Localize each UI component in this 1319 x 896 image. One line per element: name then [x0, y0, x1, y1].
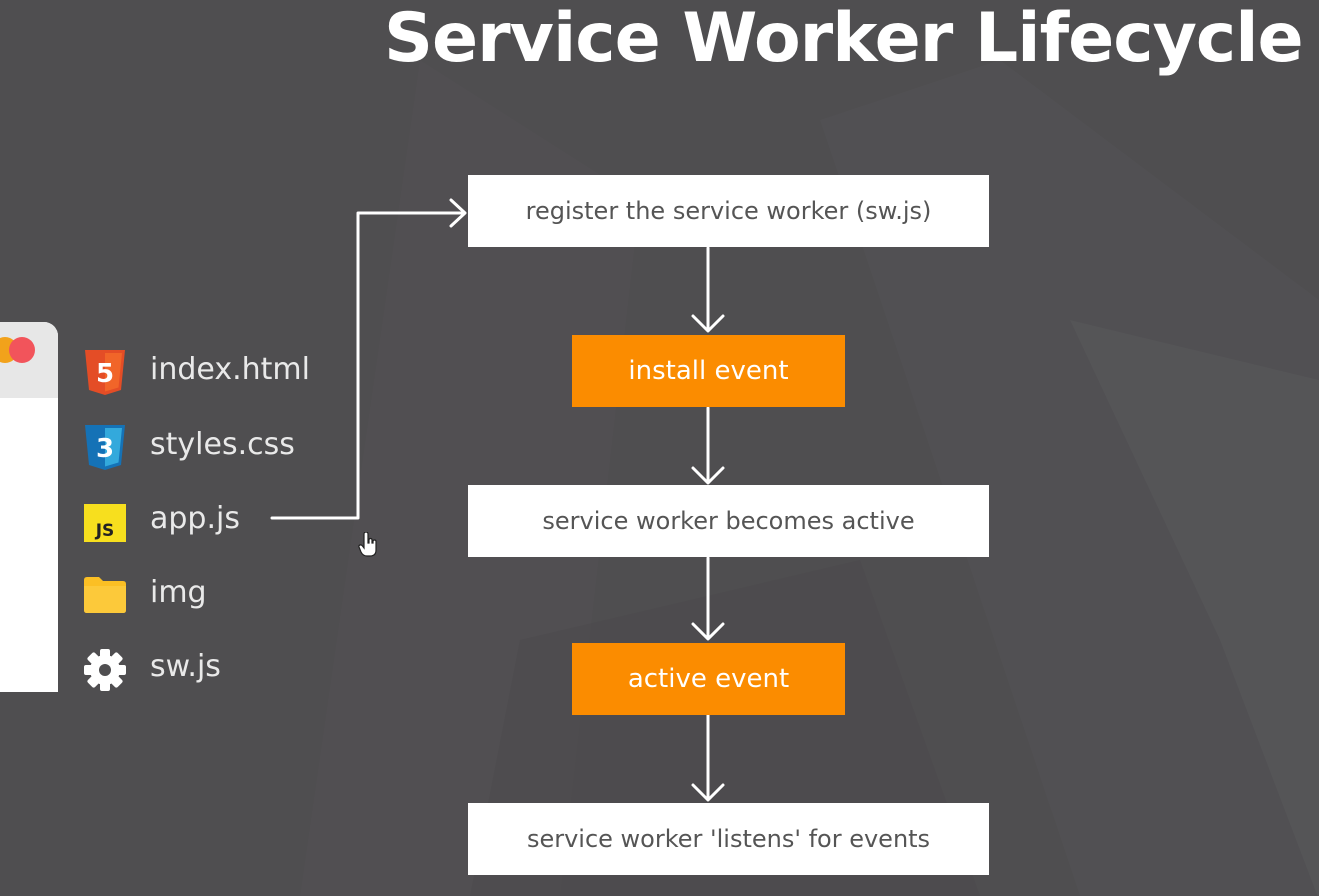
page-title: Service Worker Lifecycle	[384, 0, 1304, 78]
flow-step-active-event: active event	[572, 643, 845, 715]
file-name: index.html	[150, 352, 310, 387]
file-item-index-html: 5 index.html	[82, 345, 322, 395]
svg-text:3: 3	[96, 434, 114, 464]
flow-step-install-event: install event	[572, 335, 845, 407]
file-name: styles.css	[150, 427, 295, 462]
flow-step-becomes-active: service worker becomes active	[468, 485, 989, 557]
flow-arrowhead-4	[691, 783, 725, 802]
browser-window-mock	[0, 322, 58, 692]
app-js-to-register-arrow	[270, 211, 464, 520]
file-item-styles-css: 3 styles.css	[82, 420, 322, 470]
flow-arrowhead-1	[691, 314, 725, 333]
flow-step-listens-for-events: service worker 'listens' for events	[468, 803, 989, 875]
flow-step-register: register the service worker (sw.js)	[468, 175, 989, 247]
hand-cursor-icon	[358, 532, 377, 557]
flow-arrowhead-2	[691, 466, 725, 485]
app-js-to-register-arrowhead	[449, 198, 467, 228]
svg-text:JS: JS	[95, 521, 115, 541]
file-name: img	[150, 575, 207, 610]
html5-icon: 5	[85, 350, 125, 395]
file-name: app.js	[150, 501, 240, 536]
flow-arrowhead-3	[691, 622, 725, 641]
browser-title-bar	[0, 322, 58, 398]
window-close-dot-icon	[9, 337, 35, 363]
javascript-icon: JS	[84, 504, 126, 542]
file-item-app-js: JS app.js	[82, 494, 322, 544]
css3-icon: 3	[85, 425, 125, 470]
gear-icon	[84, 649, 126, 691]
file-item-img-folder: img	[82, 568, 322, 618]
svg-text:5: 5	[96, 359, 114, 389]
file-name: sw.js	[150, 649, 221, 684]
folder-icon	[84, 577, 126, 613]
file-item-sw-js: sw.js	[82, 642, 322, 692]
